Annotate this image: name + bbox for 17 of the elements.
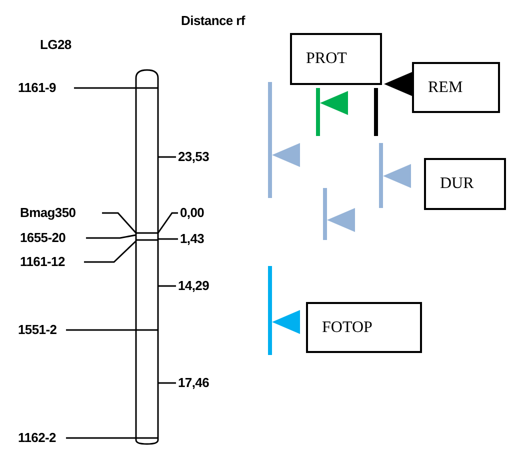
distance-value: 0,00 <box>180 206 204 220</box>
trait-box: DUR <box>424 158 506 210</box>
marker-name: 1161-9 <box>18 81 56 95</box>
marker-name: Bmag350 <box>20 206 76 220</box>
trait-box: FOTOP <box>306 302 422 353</box>
trait-box: PROT <box>290 33 382 85</box>
distance-value: 14,29 <box>178 279 210 293</box>
linkage-group-label: LG28 <box>40 38 72 52</box>
distance-heading: Distance rf <box>180 12 246 30</box>
distance-value: 1,43 <box>180 232 204 246</box>
distance-value: 23,53 <box>178 150 210 164</box>
marker-name: 1161-12 <box>20 255 65 269</box>
marker-name: 1655-20 <box>20 231 66 245</box>
marker-name: 1551-2 <box>18 323 57 337</box>
marker-name: 1162-2 <box>18 431 56 445</box>
distance-value: 17,46 <box>178 376 210 390</box>
trait-box: REM <box>412 62 500 113</box>
